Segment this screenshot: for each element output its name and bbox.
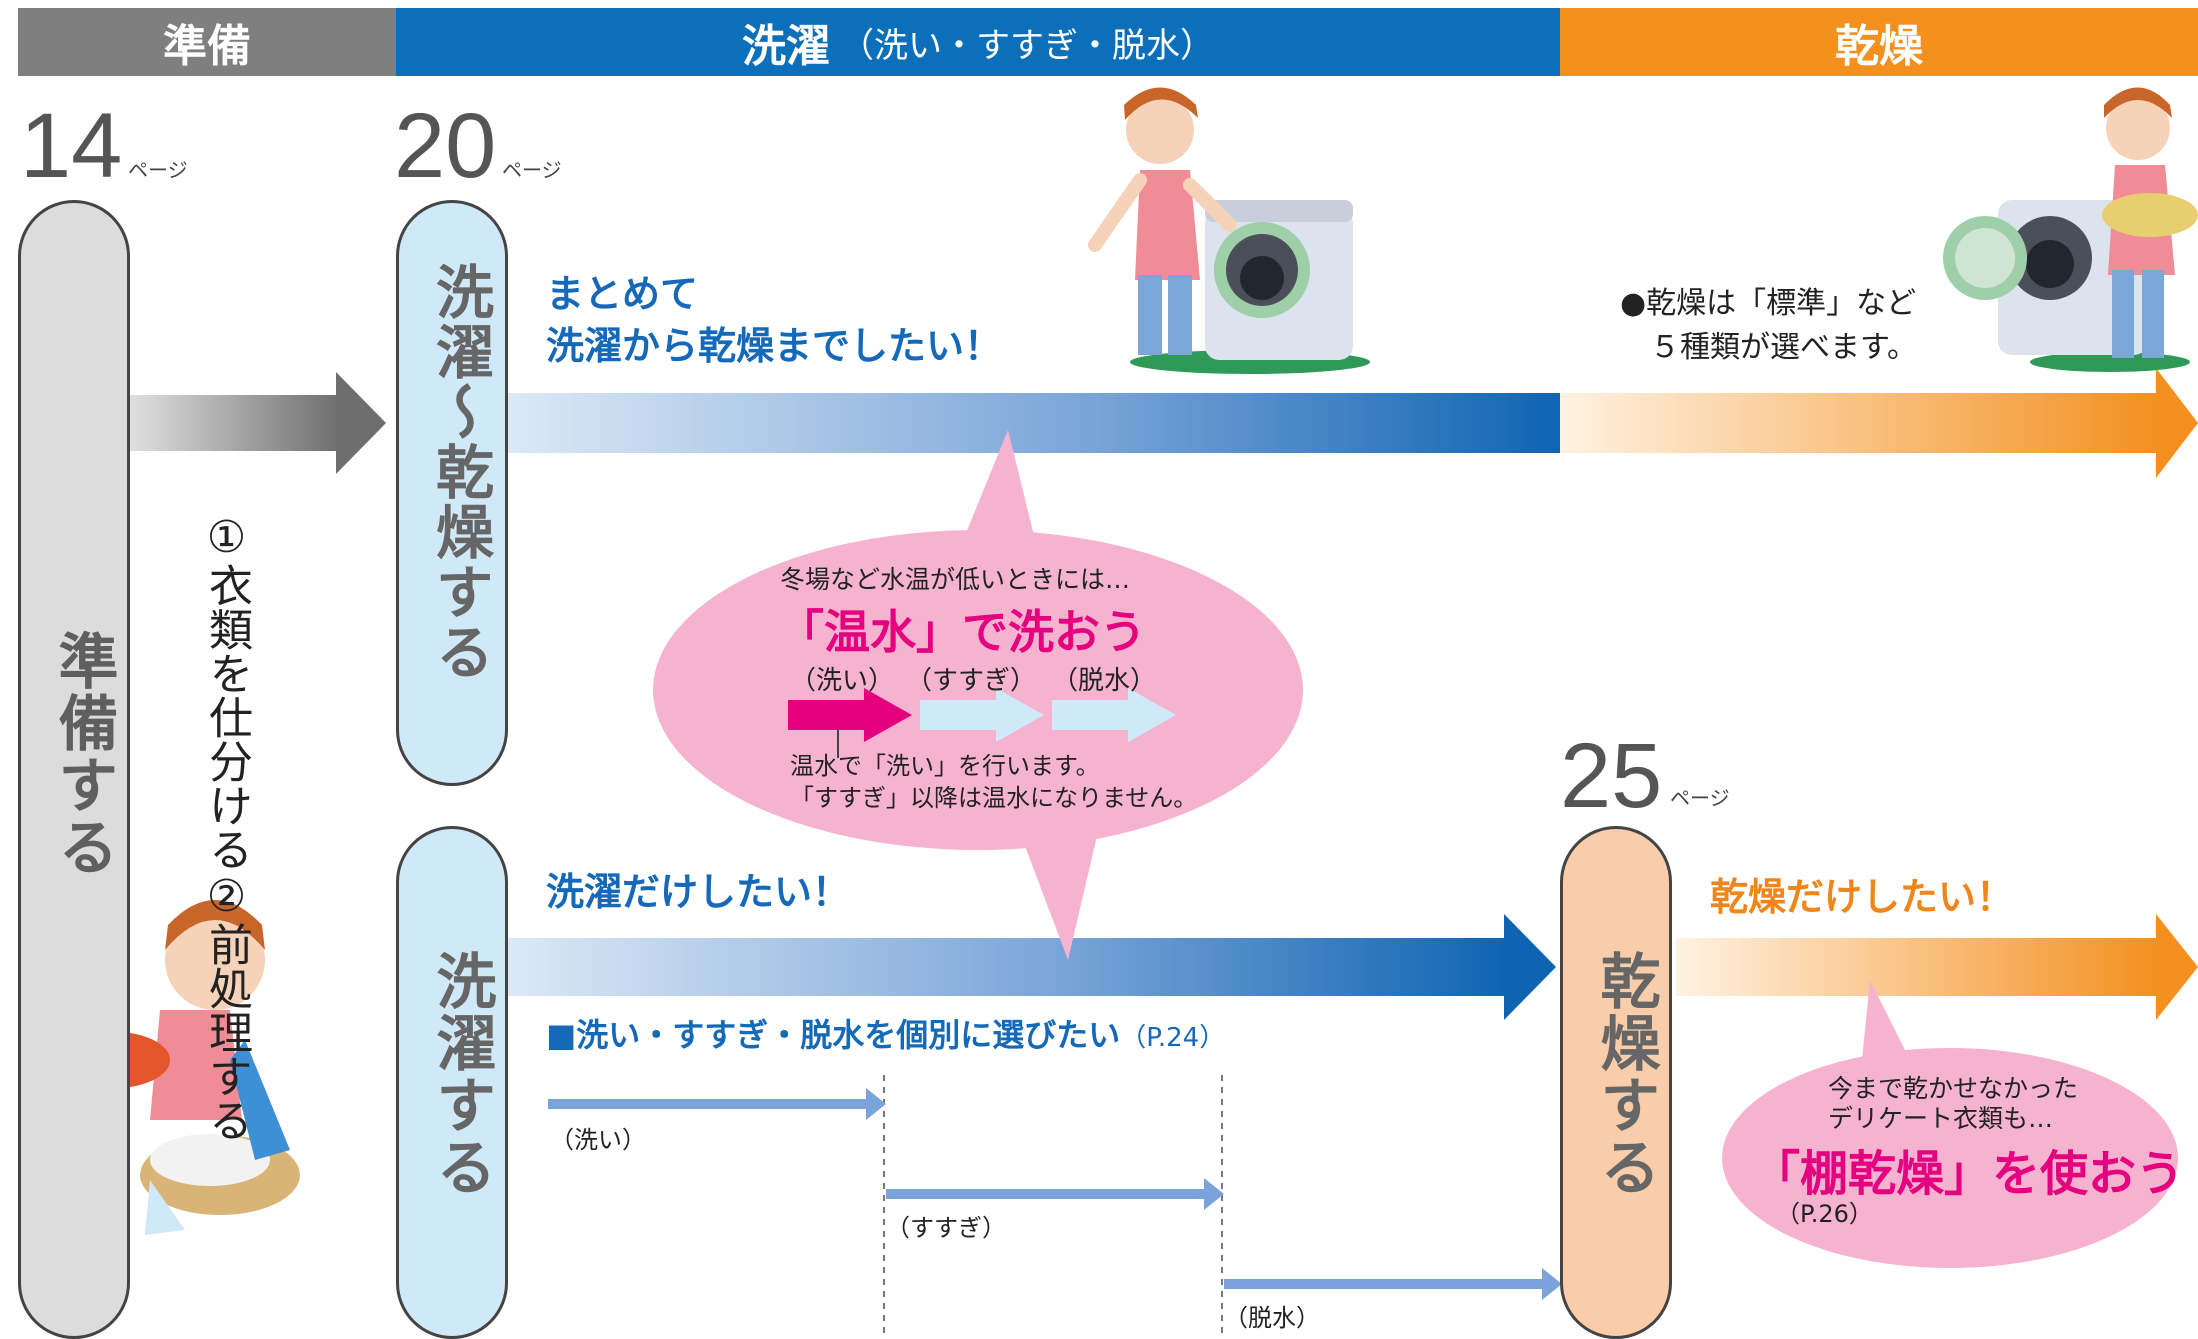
page-ref-25-suffix: ページ: [1670, 786, 1730, 810]
wash-step-label: 洗濯する: [426, 950, 496, 1198]
dry-course-note: ●乾燥は「標準」など ５種類が選べます。: [1620, 282, 1917, 370]
dry-step-label: 乾燥する: [1590, 950, 1660, 1198]
rack-bubble-line1: 今まで乾かせなかった: [1828, 1074, 2079, 1103]
wash-only-arrow: [508, 914, 1556, 1020]
individual-step-wash: （洗い）: [550, 1126, 646, 1154]
hot-water-step-wash: （洗い）: [790, 666, 895, 696]
header-wash-sub: （洗い・すすぎ・脱水）: [840, 25, 1214, 66]
header-prep: 準備: [18, 8, 396, 76]
prep-item-1: ①衣類を仕分ける: [201, 512, 252, 871]
individual-step-rinse: （すすぎ）: [886, 1214, 1006, 1242]
prep-arrow: [130, 372, 386, 474]
woman-washer-illustration: [1088, 87, 1370, 374]
dry-course-note-line1: ●乾燥は「標準」など: [1620, 286, 1917, 321]
wash-dry-pill: [396, 200, 508, 786]
hot-water-step-spin: （脱水）: [1052, 666, 1157, 696]
prep-pill: [18, 200, 130, 1339]
wash-dry-arrow: [508, 368, 2198, 478]
page-ref-14: 14: [20, 95, 123, 197]
hot-water-step-arrows: [788, 688, 1176, 758]
hot-water-step-rinse: （すすぎ）: [906, 666, 1037, 696]
rack-bubble-ref: （P.26）: [1776, 1200, 1873, 1228]
wash-dry-title-line2: 洗濯から乾燥までしたい！: [546, 324, 1003, 368]
dry-course-note-line2: ５種類が選べます。: [1650, 330, 1917, 365]
hot-water-intro: 冬場など水温が低いときには…: [780, 565, 1131, 594]
individual-select-note: ■洗い・すすぎ・脱水を個別に選びたい（P.24）: [546, 1010, 1225, 1056]
hot-water-bubble-shape: [653, 430, 1303, 960]
rack-bubble-headline: 「棚乾燥」を使おう: [1752, 1146, 2185, 1202]
hot-water-headline: 「温水」で洗おう: [778, 605, 1146, 659]
individual-step-lines: [548, 1075, 1562, 1339]
wash-dry-title-line1: まとめて: [546, 272, 699, 316]
page-ref-20-suffix: ページ: [502, 158, 562, 182]
wash-only-title: 洗濯だけしたい！: [546, 870, 851, 914]
rack-bubble-line2: デリケート衣類も…: [1828, 1104, 2054, 1133]
woman-basket-illustration: [1943, 87, 2198, 372]
rack-bubble-shape: [1722, 980, 2178, 1268]
wash-pill: [396, 826, 508, 1339]
dry-pill: [1560, 826, 1672, 1339]
individual-select-ref: （P.24）: [1120, 1023, 1226, 1053]
prep-item-2: ②前処理する: [201, 871, 252, 1142]
rack-bubble-intro: 今まで乾かせなかった デリケート衣類も…: [1828, 1074, 2078, 1134]
dry-only-arrow: [1676, 914, 2198, 1020]
individual-select-text: ■洗い・すすぎ・脱水を個別に選びたい: [546, 1016, 1121, 1054]
dry-only-title: 乾燥だけしたい！: [1710, 875, 2015, 919]
page-ref-14-suffix: ページ: [128, 158, 188, 182]
hot-water-note-line1: 温水で「洗い」を行います。: [790, 752, 1100, 780]
header-dry: 乾燥: [1560, 8, 2198, 76]
hot-water-note-line2: 「すすぎ」以降は温水になりません。: [790, 784, 1198, 812]
prep-list: ①衣類を仕分ける②前処理する: [196, 512, 256, 1142]
individual-step-spin: （脱水）: [1224, 1304, 1320, 1332]
header-wash: 洗濯（洗い・すすぎ・脱水）: [396, 8, 1560, 76]
page-ref-25: 25: [1560, 725, 1663, 827]
wash-dry-title: まとめて 洗濯から乾燥までしたい！: [546, 268, 1002, 372]
prep-step-label: 準備する: [48, 630, 118, 878]
header-wash-label: 洗濯: [742, 21, 830, 72]
page-ref-20: 20: [394, 95, 497, 197]
hot-water-note: 温水で「洗い」を行います。 「すすぎ」以降は温水になりません。: [790, 750, 1197, 814]
wash-dry-step-label: 洗濯〜乾燥する: [426, 262, 494, 682]
